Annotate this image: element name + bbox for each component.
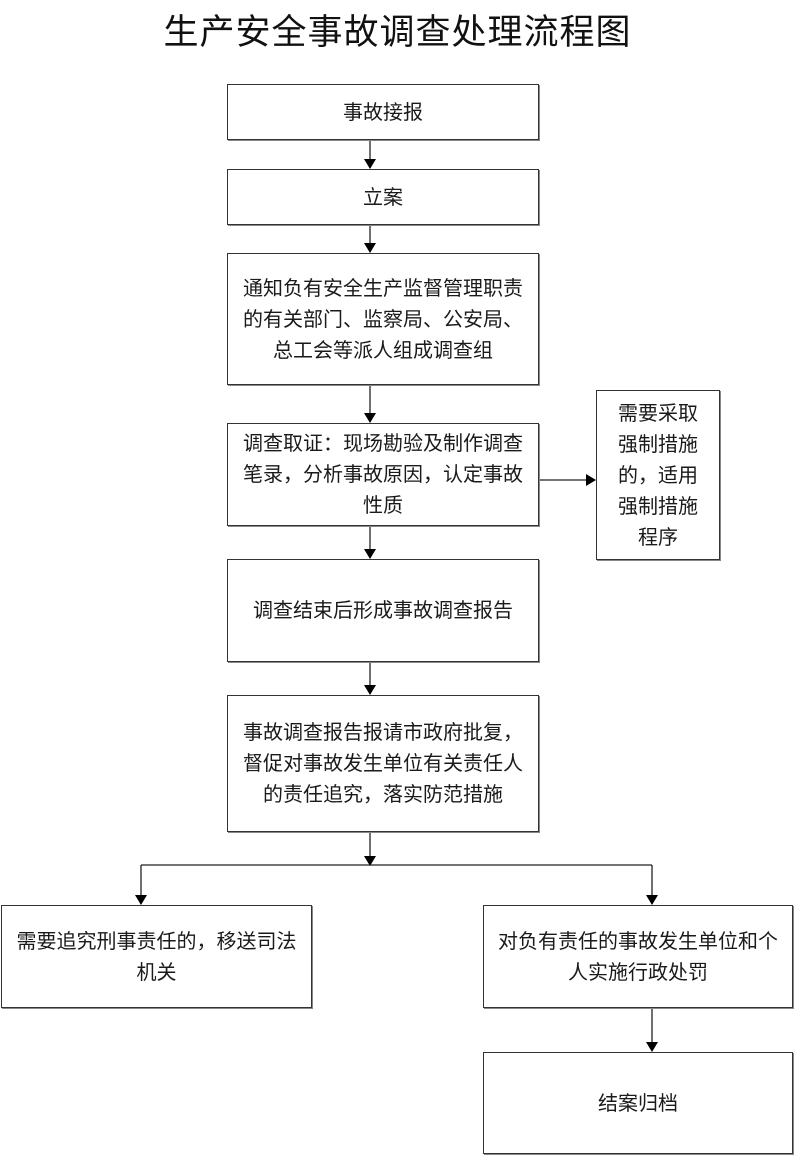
step-close-archive: 结案归档: [483, 1052, 793, 1154]
diagram-title: 生产安全事故调查处理流程图: [163, 13, 632, 53]
step-notify-form-team: 通知负有安全生产监督管理职责的有关部门、监察局、公安局、总工会等派人组成调查组: [227, 253, 539, 385]
step-administrative-penalty: 对负有责任的事故发生单位和个人实施行政处罚: [483, 905, 793, 1008]
step-criminal-transfer: 需要追究刑事责任的，移送司法机关: [1, 905, 312, 1008]
step-approval-accountability: 事故调查报告报请市政府批复，督促对事故发生单位有关责任人的责任追究，落实防范措施: [227, 695, 539, 832]
step-accident-report: 事故接报: [227, 84, 539, 140]
step-coercive-measures: 需要采取强制措施的，适用强制措施程序: [596, 390, 720, 560]
step-investigation-report: 调查结束后形成事故调查报告: [227, 559, 539, 662]
step-investigate: 调查取证：现场勘验及制作调查笔录，分析事故原因，认定事故性质: [227, 423, 539, 526]
step-file-case: 立案: [227, 169, 539, 225]
